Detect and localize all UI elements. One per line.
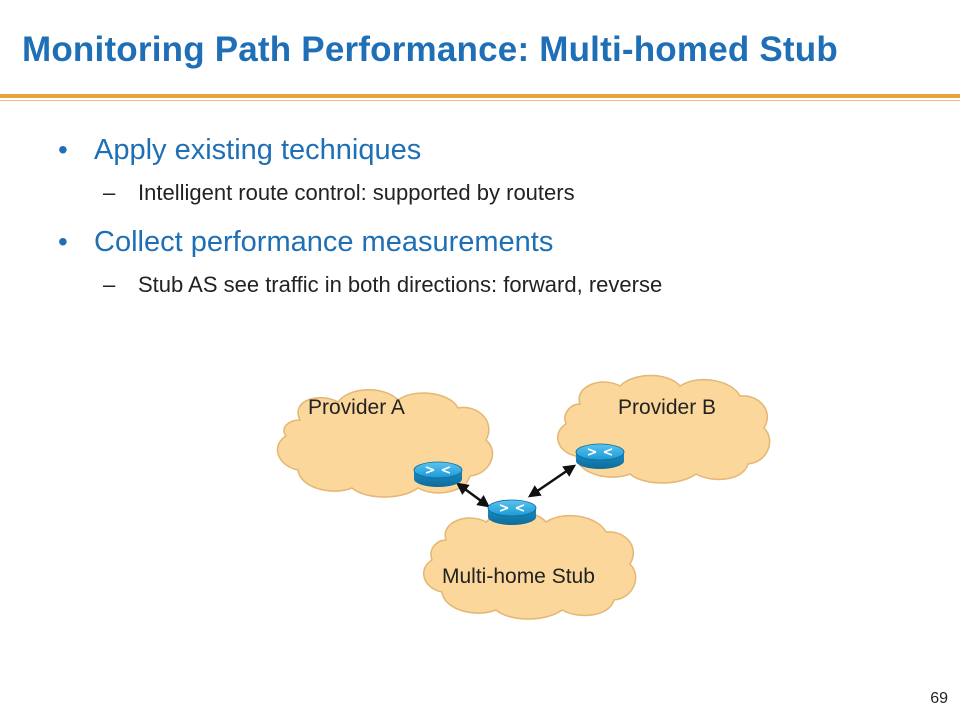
sub-bullet-text: Intelligent route control: supported by … — [138, 180, 575, 205]
provider-a-label: Provider A — [308, 396, 405, 419]
title-rule — [0, 94, 960, 98]
bullet-dot-icon: • — [58, 226, 68, 257]
provider-b-label: Provider B — [618, 396, 716, 419]
dash-icon: – — [103, 272, 116, 297]
sub-bullet-text: Stub AS see traffic in both directions: … — [138, 272, 663, 297]
bullet-text: Apply existing techniques — [94, 134, 422, 166]
dash-icon: – — [103, 180, 116, 205]
router-b-icon — [575, 443, 625, 469]
link-b-to-stub — [527, 464, 577, 498]
bullet-dot-icon: • — [58, 134, 68, 165]
bullet-item: • Apply existing techniques — [58, 128, 938, 172]
link-a-to-stub — [455, 482, 491, 508]
title-rule-thin — [0, 100, 960, 101]
stub-label: Multi-home Stub — [442, 565, 595, 588]
bullet-item: • Collect performance measurements — [58, 220, 938, 264]
slide-title: Monitoring Path Performance: Multi-homed… — [22, 30, 838, 69]
router-a-icon — [413, 461, 463, 487]
sub-bullet-item: – Stub AS see traffic in both directions… — [58, 264, 938, 306]
page-number: 69 — [930, 690, 948, 707]
bullet-text: Collect performance measurements — [94, 226, 554, 258]
bullet-list: • Apply existing techniques – Intelligen… — [58, 128, 938, 306]
sub-bullet-item: – Intelligent route control: supported b… — [58, 172, 938, 214]
router-stub-icon — [487, 499, 537, 525]
